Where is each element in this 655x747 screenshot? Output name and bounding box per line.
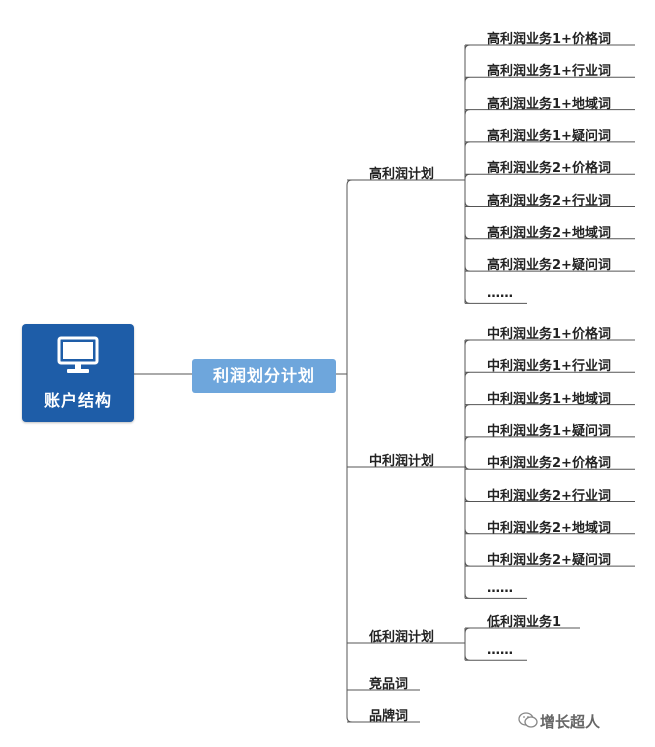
leaf-item: 中利润业务1+价格词 <box>487 327 611 342</box>
leaf-item: 高利润业务2+疑问词 <box>487 258 611 274</box>
leaf-item: 高利润业务1+行业词 <box>487 64 611 80</box>
leaf-item: 中利润业务2+行业词 <box>487 488 611 504</box>
leaf-item: 高利润业务1+地域词 <box>487 96 611 112</box>
leaf-item: 中利润业务2+疑问词 <box>487 553 611 569</box>
leaf-item: 中利润业务1+地域词 <box>487 391 611 407</box>
leaf-item: 低利润业务1 <box>487 615 562 630</box>
center-node: 利润划分计划 <box>192 359 336 393</box>
ellipsis-item: …… <box>487 286 513 302</box>
branch-label: 竞品词 <box>369 677 409 692</box>
ellipsis-item: …… <box>487 643 513 659</box>
leaf-item: 中利润业务1+疑问词 <box>487 423 611 439</box>
leaf-item: 高利润业务2+行业词 <box>487 193 611 209</box>
monitor-icon <box>57 336 99 373</box>
leaf-item: 高利润业务2+价格词 <box>487 161 611 177</box>
root-node: 账户结构 <box>22 324 134 422</box>
leaf-item: 高利润业务2+地域词 <box>487 225 611 241</box>
branch-label: 低利润计划 <box>369 630 435 645</box>
ellipsis-item: …… <box>487 581 513 597</box>
wechat-icon <box>518 712 538 728</box>
leaf-item: 中利润业务2+价格词 <box>487 456 611 472</box>
leaf-item: 中利润业务1+行业词 <box>487 359 611 375</box>
root-label: 账户结构 <box>43 391 112 410</box>
branch-label: 高利润计划 <box>369 167 435 182</box>
branch-label: 品牌词 <box>369 709 409 724</box>
leaf-item: 高利润业务1+疑问词 <box>487 128 611 144</box>
leaf-item: 高利润业务1+价格词 <box>487 32 611 47</box>
leaf-item: 中利润业务2+地域词 <box>487 520 611 536</box>
watermark-text: 增长超人 <box>540 713 601 731</box>
branch-label: 中利润计划 <box>369 454 435 469</box>
